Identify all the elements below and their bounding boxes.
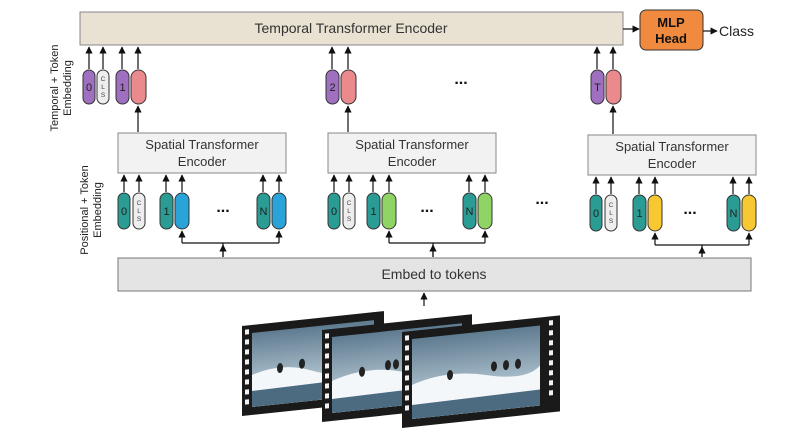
svg-text:L: L <box>137 208 141 215</box>
svg-text:Spatial Transformer: Spatial Transformer <box>145 137 259 152</box>
temporal-frame-token-t <box>605 69 622 105</box>
svg-text:L: L <box>101 84 105 91</box>
temporal-embedding-side-label: Temporal + Token Embedding <box>49 45 74 132</box>
mlp-head-label-line2: Head <box>655 31 687 46</box>
svg-text:C: C <box>137 200 142 207</box>
svg-text:L: L <box>347 208 351 215</box>
svg-text:Embedding: Embedding <box>92 182 104 238</box>
spatial-encoder-box-1 <box>117 132 287 174</box>
svg-text:1: 1 <box>636 208 642 220</box>
temporal-pos-token-1 <box>115 69 130 105</box>
mlp-head-box <box>639 9 704 51</box>
embed-to-tokens-label: Embed to tokens <box>381 266 486 282</box>
class-output-label: Class <box>719 23 754 39</box>
svg-text:C: C <box>347 200 352 207</box>
spatial-encoder-box-3 <box>587 134 757 176</box>
svg-text:T: T <box>594 82 601 94</box>
svg-text:Spatial Transformer: Spatial Transformer <box>615 139 729 154</box>
temporal-token-zero <box>82 69 96 105</box>
svg-text:Embedding: Embedding <box>62 60 74 116</box>
svg-text:S: S <box>137 216 142 223</box>
svg-text:1: 1 <box>163 206 169 218</box>
svg-text:Encoder: Encoder <box>388 154 437 169</box>
spatial-token-group-2: 0 C L S 1 ... N <box>327 192 493 230</box>
svg-text:2: 2 <box>329 82 335 94</box>
svg-text:Encoder: Encoder <box>178 154 227 169</box>
svg-text:C: C <box>101 76 106 83</box>
temporal-encoder-box <box>79 11 624 46</box>
positional-embedding-side-label: Positional + Token Embedding <box>79 165 104 254</box>
svg-text:...: ... <box>420 199 433 216</box>
video-frames-illustration <box>242 311 560 428</box>
svg-text:N: N <box>730 208 738 220</box>
svg-text:...: ... <box>216 199 229 216</box>
spatial-encoder-box-2 <box>327 132 497 174</box>
svg-text:S: S <box>609 218 614 225</box>
svg-text:Temporal + Token: Temporal + Token <box>49 45 61 132</box>
svg-text:Positional + Token: Positional + Token <box>79 165 91 254</box>
temporal-pos-token-t <box>590 69 605 105</box>
temporal-frame-token-2 <box>340 69 357 105</box>
svg-text:0: 0 <box>86 82 92 94</box>
spatial-token-group-3: 0 C L S 1 ... N <box>589 194 757 232</box>
svg-text:1: 1 <box>370 206 376 218</box>
svg-text:0: 0 <box>593 208 599 220</box>
svg-text:N: N <box>260 206 268 218</box>
spatial-token-group-1: 0 C L S 1 ... N <box>117 192 287 230</box>
mlp-head-label-line1: MLP <box>657 15 685 30</box>
svg-text:S: S <box>347 216 352 223</box>
svg-text:L: L <box>609 210 613 217</box>
svg-text:0: 0 <box>331 206 337 218</box>
svg-text:Spatial Transformer: Spatial Transformer <box>355 137 469 152</box>
temporal-ellipsis: ... <box>454 71 467 88</box>
svg-text:C: C <box>609 202 614 209</box>
embed-to-tokens-box <box>117 257 752 292</box>
temporal-pos-token-2 <box>325 69 340 105</box>
svg-text:N: N <box>466 206 474 218</box>
temporal-token-cls <box>96 69 110 105</box>
svg-text:...: ... <box>683 201 696 218</box>
temporal-encoder-label: Temporal Transformer Encoder <box>255 20 448 36</box>
svg-text:1: 1 <box>119 82 125 94</box>
temporal-frame-token-1 <box>130 69 147 105</box>
svg-text:0: 0 <box>121 206 127 218</box>
svg-text:S: S <box>101 92 106 99</box>
frames-ellipsis: ... <box>535 191 548 208</box>
svg-text:Encoder: Encoder <box>648 156 697 171</box>
